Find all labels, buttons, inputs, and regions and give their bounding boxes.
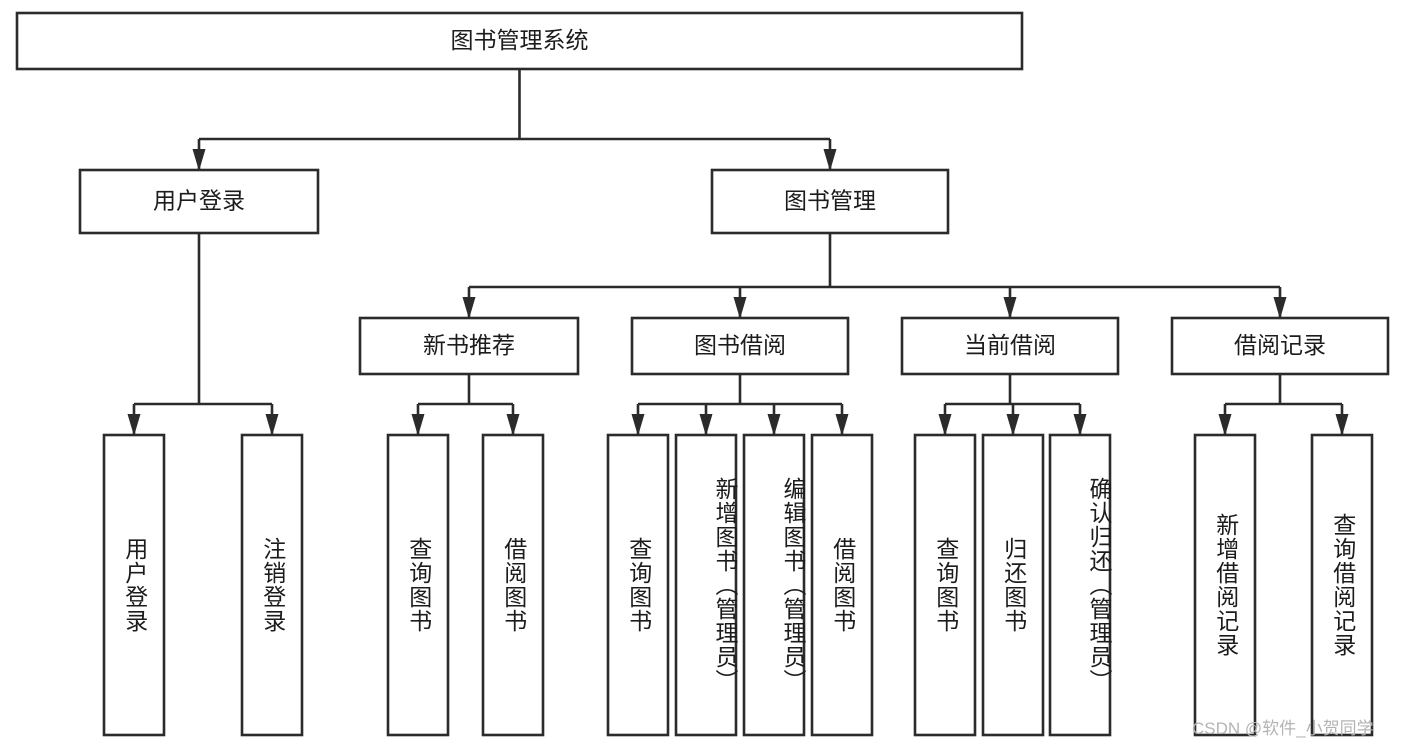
node-box-borrow — [630, 316, 850, 376]
node-box-current — [900, 316, 1120, 376]
node-box-leaf-query-book-3 — [913, 433, 977, 737]
node-box-leaf-query-book-2 — [606, 433, 670, 737]
node-label-root: 图书管理系统 — [451, 27, 589, 53]
node-label-records: 借阅记录 — [1234, 332, 1326, 358]
node-box-leaf-query-book-1 — [386, 433, 450, 737]
node-box-leaf-user-login — [102, 433, 166, 737]
node-box-bookmgmt — [710, 168, 950, 235]
node-box-leaf-borrow-book-1 — [481, 433, 545, 737]
csdn-watermark: CSDN @软件_小贺同学 — [1192, 719, 1374, 738]
node-box-leaf-edit-book — [742, 433, 806, 737]
node-box-leaf-add-book — [674, 433, 738, 737]
node-box-root — [15, 11, 1024, 71]
node-box-leaf-query-record — [1310, 433, 1374, 737]
node-label-login: 用户登录 — [153, 188, 245, 214]
node-box-leaf-return-book — [981, 433, 1045, 737]
node-label-borrow: 图书借阅 — [694, 332, 786, 358]
node-box-leaf-user-logout — [240, 433, 304, 737]
node-box-leaf-add-record — [1193, 433, 1257, 737]
node-box-records — [1170, 316, 1390, 376]
node-box-leaf-confirm-return — [1048, 433, 1112, 737]
node-label-current: 当前借阅 — [964, 332, 1056, 358]
node-box-leaf-borrow-book-2 — [810, 433, 874, 737]
node-label-bookmgmt: 图书管理 — [784, 188, 876, 214]
node-label-newbook: 新书推荐 — [423, 332, 515, 358]
node-box-login — [78, 168, 320, 235]
node-box-newbook — [358, 316, 580, 376]
